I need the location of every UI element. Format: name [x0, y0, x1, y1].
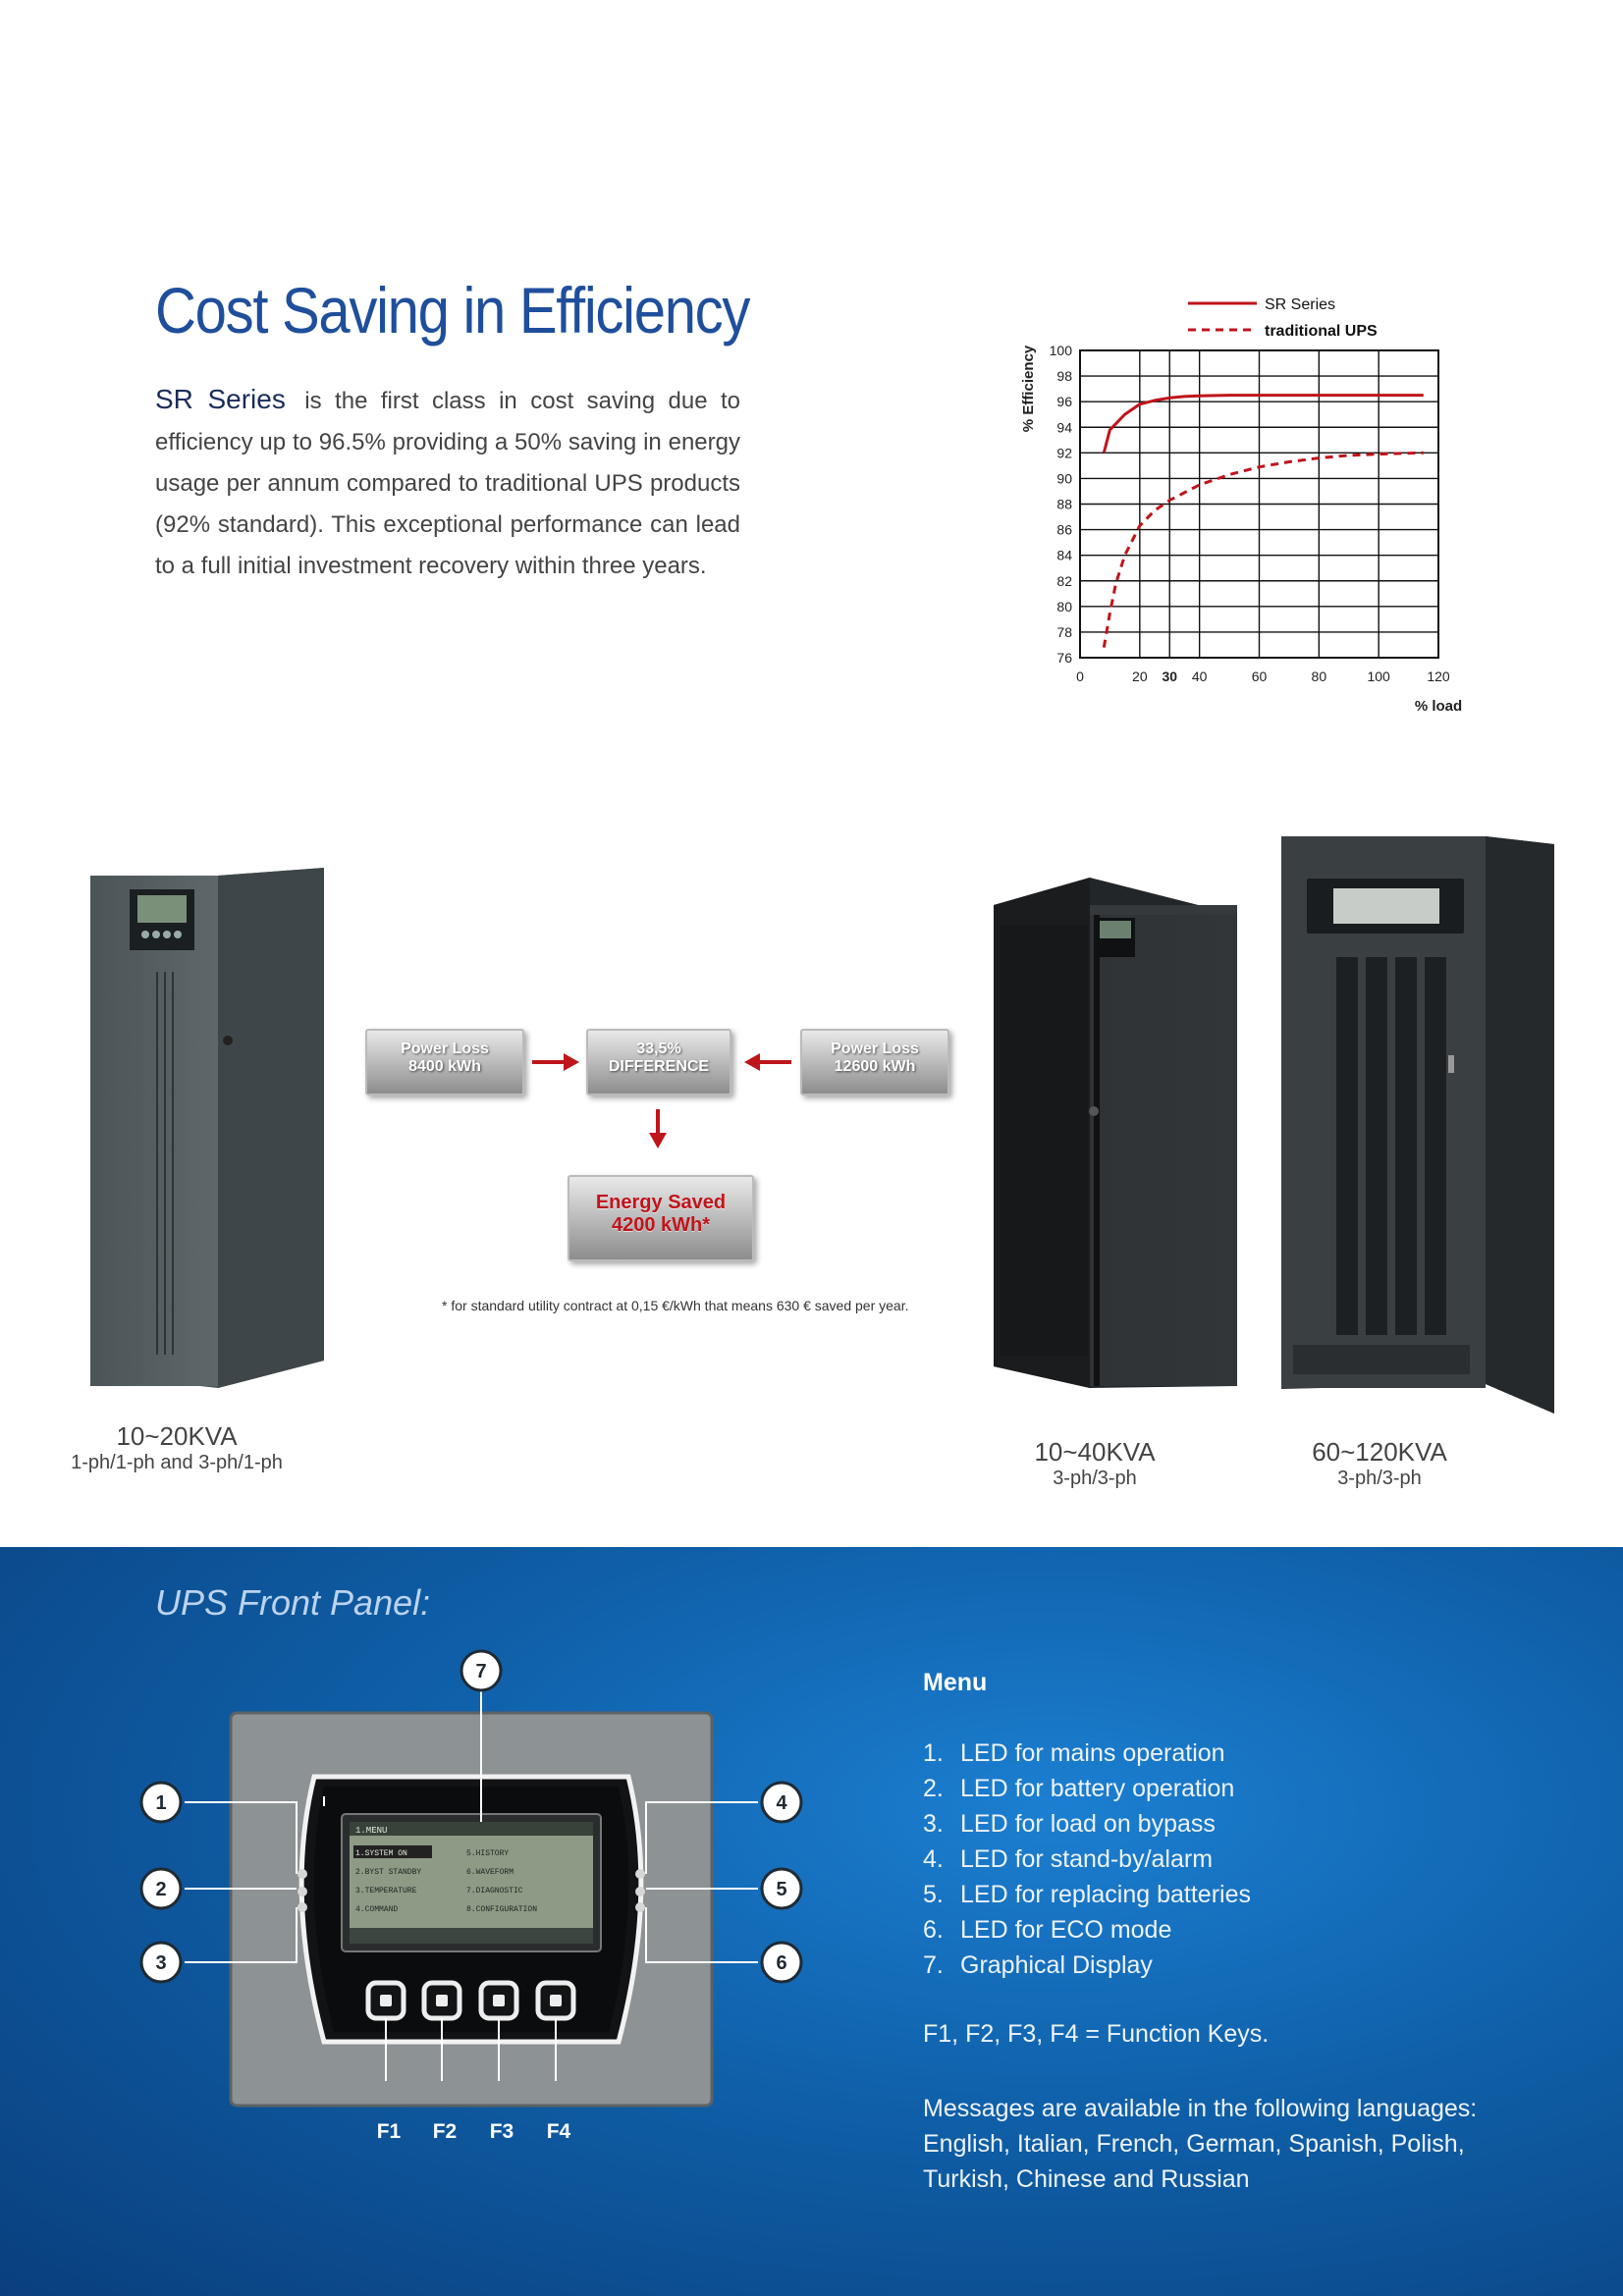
- power-loss-sr-box: Power Loss 8400 kWh: [365, 1029, 524, 1095]
- intro-paragraph: SR Series is the first class in cost sav…: [155, 379, 740, 587]
- chart-legend: SR Series traditional UPS: [1188, 296, 1378, 340]
- key-label-f2: F2: [433, 2120, 458, 2143]
- menu-item: 2.LED for battery operation: [923, 1775, 1235, 1802]
- menu-item: 1.LED for mains operation: [923, 1739, 1225, 1767]
- y-tick-label: 78: [1056, 624, 1072, 640]
- display-line: 6.WAVEFORM: [466, 1868, 514, 1877]
- menu-item: 3.LED for load on bypass: [923, 1810, 1216, 1838]
- callout-4: 4: [776, 1792, 787, 1814]
- display-line: 7.DIAGNOSTIC: [466, 1887, 523, 1896]
- y-tick-label: 88: [1056, 497, 1072, 512]
- series-line: [1102, 394, 1424, 454]
- legend-label: traditional UPS: [1265, 323, 1378, 340]
- y-tick-label: 80: [1056, 599, 1072, 614]
- chart-lines: [1102, 394, 1424, 648]
- efficiency-chart: 76 78 80 82 84 86 88 90 92 94 96 98 100 0 20 30 40 60 80 10…: [1020, 296, 1462, 715]
- front-panel-illustration: 1.MENU 1.SYSTEM ON 2.BYST STANDBY 3.TEMP…: [139, 1649, 803, 2143]
- key-label-f3: F3: [490, 2120, 514, 2143]
- callout-7: 7: [475, 1661, 486, 1682]
- arrow-down-icon: [649, 1109, 667, 1148]
- ups-unit-medium: [992, 876, 1237, 1391]
- callout-5: 5: [776, 1879, 786, 1900]
- y-tick-label: 86: [1056, 522, 1072, 538]
- menu-title: Menu: [923, 1669, 988, 1696]
- intro-text: is the first class in cost saving due to…: [155, 388, 741, 579]
- ups-unit-large: [1279, 834, 1554, 1414]
- callout-6: 6: [776, 1952, 786, 1974]
- languages-note: Messages are available in the following …: [923, 2095, 1478, 2193]
- display-header: 1.MENU: [355, 1826, 387, 1836]
- ups-model: 10~20KVA: [116, 1421, 238, 1451]
- ups-phase: 3-ph/3-ph: [1337, 1468, 1422, 1489]
- x-axis-label: % load: [1415, 698, 1462, 715]
- ups-model: 10~40KVA: [1034, 1437, 1156, 1467]
- y-tick-label: 98: [1056, 368, 1072, 384]
- x-tick-label: 20: [1132, 668, 1148, 684]
- arrow-left-icon: [744, 1053, 791, 1071]
- ups-model: 60~120KVA: [1312, 1437, 1447, 1467]
- display-line: 1.SYSTEM ON: [355, 1849, 407, 1858]
- chart-ticks: 76 78 80 82 84 86 88 90 92 94 96 98 100 0 20 30 40 60 80 10…: [1050, 343, 1450, 684]
- y-tick-label: 82: [1056, 573, 1072, 589]
- difference-box: 33,5% DIFFERENCE: [586, 1029, 731, 1095]
- y-tick-label: 100: [1050, 343, 1073, 358]
- menu-item: 7.Graphical Display: [923, 1951, 1153, 1979]
- ups-label-large: 60~120KVA 3-ph/3-ph: [1267, 1437, 1492, 1490]
- legend-label: SR Series: [1265, 296, 1335, 313]
- y-tick-label: 90: [1056, 470, 1072, 486]
- ups-phase: 3-ph/3-ph: [1053, 1468, 1137, 1489]
- key-label-f1: F1: [377, 2120, 402, 2143]
- ups-label-medium: 10~40KVA 3-ph/3-ph: [982, 1437, 1208, 1490]
- menu-item: 5.LED for replacing batteries: [923, 1881, 1251, 1908]
- page-title: Cost Saving in Efficiency: [155, 274, 750, 347]
- energy-footnote: * for standard utility contract at 0,15 …: [442, 1298, 909, 1313]
- display-line: 4.COMMAND: [355, 1905, 398, 1914]
- function-keys-note: F1, F2, F3, F4 = Function Keys.: [923, 2020, 1270, 2048]
- ups-phase: 1-ph/1-ph and 3-ph/1-ph: [71, 1452, 283, 1473]
- ups-cabinet-illustration: [1281, 836, 1554, 1414]
- x-tick-label: 60: [1252, 668, 1268, 684]
- y-axis-label: % Efficiency: [1020, 345, 1037, 432]
- x-tick-label: 40: [1192, 668, 1208, 684]
- key-label-f4: F4: [547, 2120, 571, 2143]
- x-tick-label: 80: [1312, 668, 1327, 684]
- callout-2: 2: [155, 1879, 166, 1900]
- ups-cabinet-illustration: [90, 868, 324, 1388]
- display-line: 3.TEMPERATURE: [355, 1887, 417, 1896]
- series-line: [1102, 451, 1424, 648]
- y-tick-label: 92: [1056, 445, 1072, 460]
- menu-item: 6.LED for ECO mode: [923, 1916, 1172, 1944]
- menu-list: 1.LED for mains operation 2.LED for batt…: [923, 1735, 1251, 1983]
- menu-item: 4.LED for stand-by/alarm: [923, 1845, 1214, 1873]
- front-panel-heading: UPS Front Panel:: [155, 1582, 431, 1623]
- y-tick-label: 94: [1056, 419, 1072, 435]
- display-line: 8.CONFIGURATION: [466, 1905, 537, 1914]
- x-tick-label: 120: [1427, 668, 1450, 684]
- callout-3: 3: [155, 1952, 166, 1974]
- brand-name: SR Series: [155, 384, 286, 414]
- display-line: 2.BYST STANDBY: [355, 1868, 421, 1877]
- y-tick-label: 96: [1056, 394, 1072, 409]
- ups-cabinet-illustration: [994, 878, 1237, 1388]
- x-tick-label: 0: [1076, 668, 1084, 684]
- power-loss-traditional-box: Power Loss 12600 kWh: [800, 1029, 949, 1095]
- y-tick-label: 76: [1056, 650, 1072, 666]
- y-tick-label: 84: [1056, 548, 1072, 563]
- ups-unit-small: [88, 864, 324, 1394]
- energy-saved-box: Energy Saved 4200 kWh*: [568, 1175, 754, 1261]
- chart-grid: [1079, 349, 1439, 659]
- x-tick-label: 100: [1367, 668, 1390, 684]
- x-tick-label: 30: [1162, 668, 1177, 684]
- ups-label-small: 10~20KVA 1-ph/1-ph and 3-ph/1-ph: [39, 1421, 314, 1474]
- callout-1: 1: [155, 1792, 166, 1814]
- display-line: 5.HISTORY: [466, 1849, 509, 1858]
- arrow-right-icon: [532, 1053, 579, 1071]
